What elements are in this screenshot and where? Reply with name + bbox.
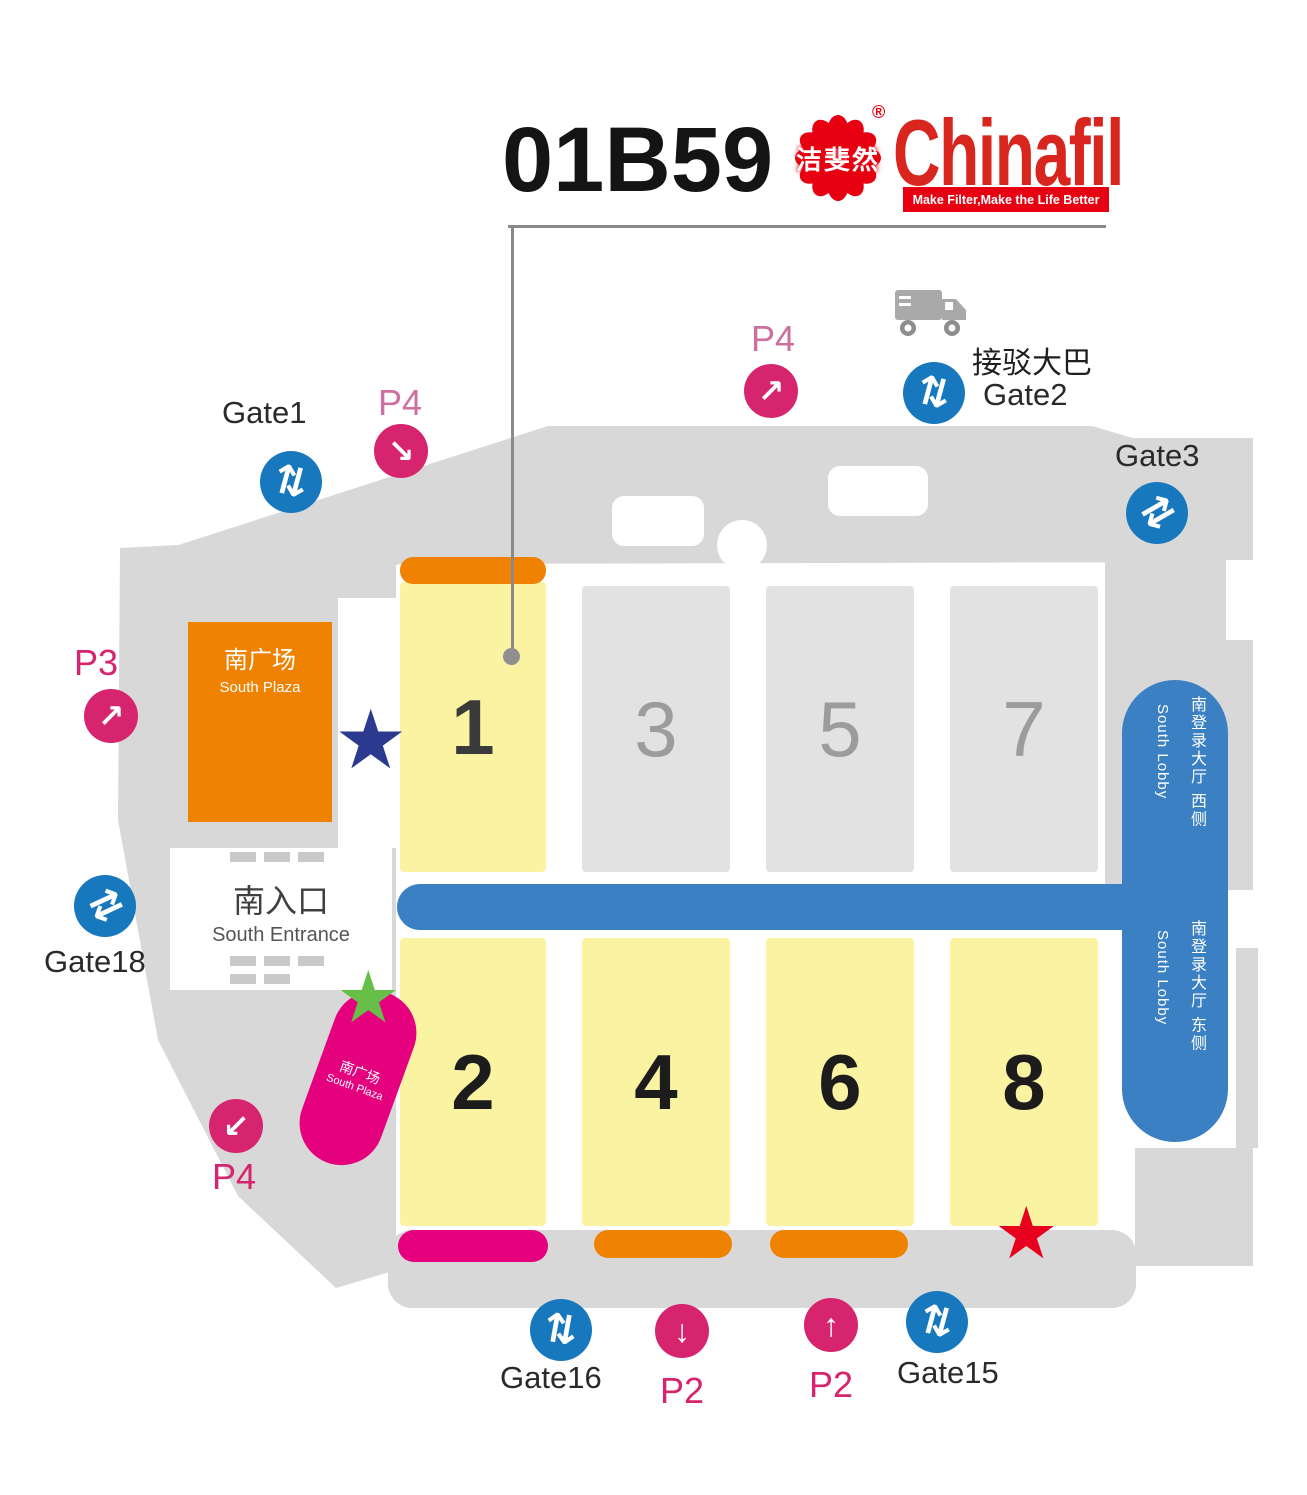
hall-3-number: 3 [634, 685, 678, 773]
hall-8-number: 8 [1002, 1038, 1046, 1126]
hall-1-number: 1 [451, 683, 495, 771]
hall-6: 6 [766, 938, 914, 1226]
booth-number: 01B59 [502, 109, 774, 211]
hall-6-number: 6 [818, 1038, 862, 1126]
parking-p2-up-icon: ↑ [804, 1298, 858, 1352]
south-lobby-west-label-zh: 南登录大厅 西侧 [1188, 696, 1205, 829]
gate18-icon: ⇅ [74, 875, 136, 937]
south-entrance-label-en: South Entrance [212, 924, 350, 946]
arrow-sw-icon: ↙ [222, 1108, 250, 1144]
hall-7-number: 7 [1002, 685, 1046, 773]
hall-5: 5 [766, 586, 914, 872]
chinafil-tagline: Make Filter,Make the Life Better [903, 187, 1109, 212]
south-entrance-label-zh: 南入口 [232, 883, 329, 919]
gate3-label: Gate3 [1115, 438, 1200, 473]
south-plaza-label-zh: 南广场 [224, 647, 296, 674]
arrow-se-icon: ↘ [387, 433, 415, 469]
callout-horizontal-line [508, 225, 1106, 228]
south-lobby-east-label-en: South Lobby [1154, 930, 1171, 1026]
transfer-arrows-icon: ⇅ [912, 367, 956, 419]
gate3-icon: ⇅ [1126, 482, 1188, 544]
parking-p2-down-label: P2 [660, 1370, 705, 1411]
south-lobby-west-label-en: South Lobby [1154, 704, 1171, 800]
hall-2: 2 [400, 938, 546, 1226]
south-lobby-area [1122, 680, 1228, 1142]
gate1-icon: ⇅ [260, 451, 322, 513]
gate16-icon: ⇅ [530, 1299, 592, 1361]
gate18-label: Gate18 [44, 944, 146, 979]
parking-p4-sw-icon: ↙ [209, 1099, 263, 1153]
hall-1: 1 [400, 582, 546, 872]
chinafil-brand-wordmark: Chinafil [893, 100, 1124, 205]
parking-p2-up-label: P2 [809, 1364, 854, 1405]
hall-5-number: 5 [818, 685, 862, 773]
chinafil-flower-icon [795, 115, 881, 201]
arrow-ne-icon: ↗ [757, 373, 785, 409]
hall-2-entrance-bar-magenta [398, 1230, 548, 1262]
parking-p4-nw-label: P4 [378, 382, 423, 423]
parking-p3-label: P3 [74, 642, 119, 683]
transfer-arrows-icon: ⇅ [1129, 487, 1185, 539]
parking-p4-top-icon: ↗ [744, 364, 798, 418]
hall-7: 7 [950, 586, 1098, 872]
callout-endpoint-dot [503, 648, 520, 665]
chinafil-cn-name: 洁斐然 [795, 145, 880, 175]
transfer-arrows-icon: ⇅ [77, 881, 133, 931]
callout-vertical-line [511, 225, 514, 656]
gate15-icon: ⇅ [906, 1291, 968, 1353]
gate15-label: Gate15 [897, 1355, 999, 1390]
parking-p3-icon: ↗ [84, 689, 138, 743]
parking-p4-nw-icon: ↘ [374, 424, 428, 478]
parking-p4-top-label: P4 [751, 318, 796, 359]
star-red-marker: ★ [994, 1194, 1059, 1274]
parking-p2-down-icon: ↓ [655, 1304, 709, 1358]
south-lobby-east-label-zh: 南登录大厅 东侧 [1188, 920, 1205, 1053]
shuttle-bus-icon [895, 290, 966, 336]
transfer-arrows-icon: ⇅ [540, 1305, 582, 1355]
transfer-arrows-icon: ⇅ [915, 1296, 959, 1348]
hall-3: 3 [582, 586, 730, 872]
parking-p4-sw-label: P4 [212, 1156, 257, 1197]
shuttle-bus-label: 接驳大巴 [972, 347, 1092, 380]
arrow-up-icon: ↑ [823, 1307, 839, 1343]
hall-1-entrance-bar-orange [400, 557, 546, 584]
gate2-label: Gate2 [983, 377, 1068, 412]
south-plaza-area: 南广场 South Plaza [188, 622, 332, 822]
hall-4-entrance-bar-orange [594, 1230, 732, 1258]
arrow-down-icon: ↓ [674, 1313, 690, 1349]
south-plaza-label-en: South Plaza [219, 679, 301, 696]
star-green-marker: ★ [336, 958, 401, 1038]
hall-4-number: 4 [634, 1038, 678, 1126]
hall-2-number: 2 [451, 1038, 495, 1126]
registered-mark: ® [872, 102, 886, 122]
gate1-label: Gate1 [222, 395, 307, 430]
hall-8: 8 [950, 938, 1098, 1226]
gate16-label: Gate16 [500, 1360, 602, 1395]
star-blue-booth-marker: ★ [334, 695, 408, 786]
gate2-icon: ⇅ [903, 362, 965, 424]
transfer-arrows-icon: ⇅ [269, 456, 313, 508]
central-corridor [397, 884, 1153, 930]
hall-6-entrance-bar-orange [770, 1230, 908, 1258]
hall-4: 4 [582, 938, 730, 1226]
arrow-ne-icon: ↗ [97, 698, 125, 734]
